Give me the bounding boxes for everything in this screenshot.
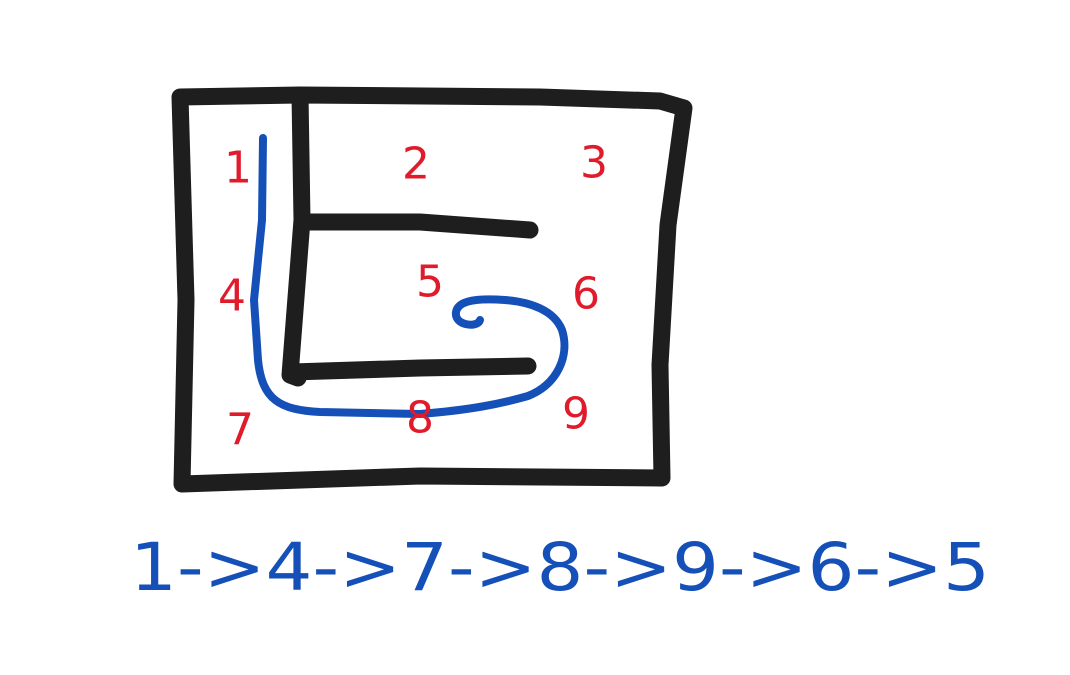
- maze-outer-wall: [171, 86, 693, 493]
- cell-number: 6: [572, 269, 600, 320]
- cell-number: 9: [562, 389, 590, 440]
- cell-number: 1: [224, 143, 252, 194]
- cell-number: 3: [580, 138, 608, 189]
- maze-inner-wall-lower: [283, 357, 537, 381]
- cell-number: 7: [226, 405, 254, 456]
- solution-route: [250, 134, 569, 418]
- cell-number: 4: [218, 271, 246, 322]
- cell-number: 5: [416, 257, 444, 308]
- cell-number: 8: [406, 393, 434, 444]
- cell-number: 2: [402, 139, 430, 190]
- route-sequence-caption: 1->4->7->8->9->6->5: [130, 529, 990, 606]
- maze-inner-wall-upper: [293, 213, 539, 239]
- maze-inner-wall-vertical: [281, 86, 311, 387]
